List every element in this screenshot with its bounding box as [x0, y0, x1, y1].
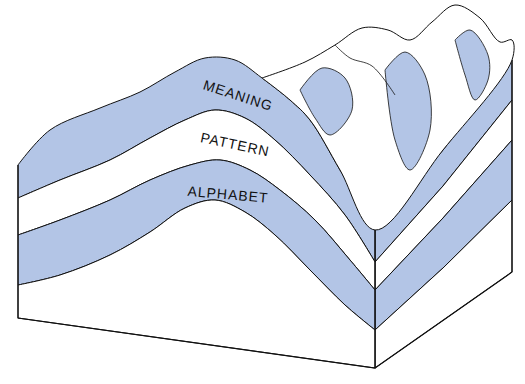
mountain-surface — [262, 5, 514, 230]
block-front-face — [18, 57, 375, 368]
exposed-layer — [455, 30, 490, 100]
mountain-surface — [262, 5, 514, 230]
exposed-layer — [300, 68, 353, 135]
rock-layer — [375, 200, 512, 368]
ridge-line — [335, 45, 395, 95]
exposed-layer — [385, 52, 431, 170]
block-edge — [18, 165, 375, 368]
